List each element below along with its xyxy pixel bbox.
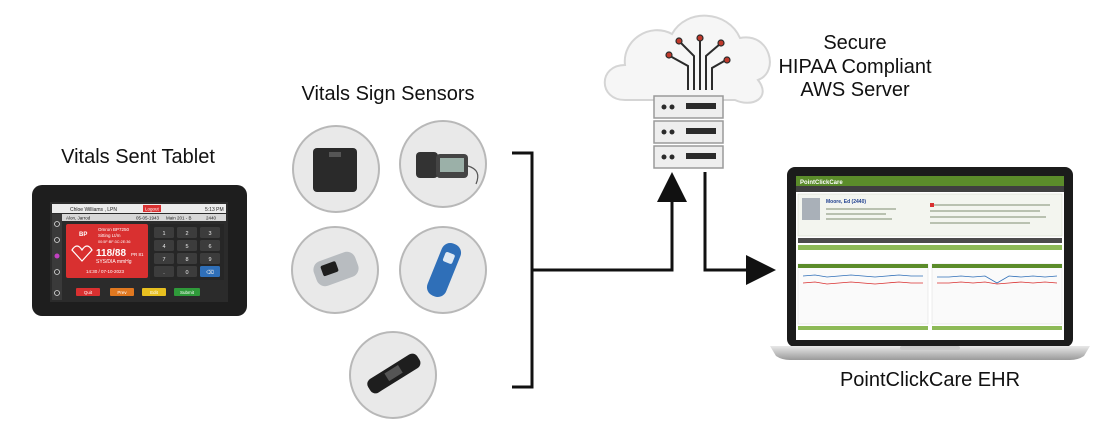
submit-button[interactable] bbox=[174, 288, 200, 296]
keypad-key-label: 2 bbox=[185, 231, 188, 237]
tablet-user: Chloe Williams , LPN bbox=[70, 207, 117, 213]
keypad-key[interactable] bbox=[200, 253, 220, 264]
keypad-key[interactable] bbox=[177, 266, 197, 277]
keypad-key[interactable] bbox=[154, 253, 174, 264]
pulse-reading: PR 81 bbox=[131, 252, 144, 257]
tablet-time: 5:13 PM bbox=[205, 207, 224, 213]
keypad-key-label: 0 bbox=[185, 270, 188, 276]
keypad-key-label: 5 bbox=[185, 244, 188, 250]
ehr-brand: PointClickCare bbox=[800, 180, 843, 186]
server-label-line3: AWS Server bbox=[800, 79, 910, 101]
keypad-key[interactable] bbox=[177, 227, 197, 238]
keypad-key[interactable] bbox=[200, 227, 220, 238]
tablet-dob: 05-05-1943 bbox=[136, 216, 160, 221]
position: Sitting Lt/m bbox=[98, 233, 121, 238]
arrow-to-ehr bbox=[703, 172, 776, 285]
laptop-ehr: PointClickCare Moore, Ed (2440) bbox=[770, 167, 1090, 360]
keypad-key-label: 7 bbox=[162, 257, 165, 263]
tablet-logout[interactable]: Logout bbox=[145, 207, 160, 212]
help-icon[interactable] bbox=[54, 269, 60, 275]
keypad-key-label: 4 bbox=[162, 244, 165, 250]
person-icon[interactable] bbox=[54, 253, 60, 259]
tablet-patient: Alon, Jarrod bbox=[66, 216, 91, 221]
sensor-bp-monitor bbox=[399, 120, 487, 208]
keypad-key-label: 3 bbox=[208, 231, 211, 237]
prev-label: Prev bbox=[117, 290, 127, 295]
tablet-label: Vitals Sent Tablet bbox=[61, 146, 215, 168]
tablet-device: Chloe Williams , LPN Logout 5:13 PM Alon… bbox=[32, 185, 247, 316]
scale-icon bbox=[313, 148, 357, 192]
bp-unit: SYS/DIA mmHg bbox=[96, 259, 132, 265]
ehr-patient: Moore, Ed (2440) bbox=[826, 199, 866, 205]
ehr-label: PointClickCare EHR bbox=[839, 369, 1021, 391]
connector-lines bbox=[512, 151, 776, 389]
bp-reading: 118/88 bbox=[96, 248, 126, 259]
tablet-room: Main 201 - B bbox=[166, 216, 192, 221]
sensors-label: Vitals Sign Sensors bbox=[301, 83, 475, 105]
edit-button[interactable] bbox=[142, 288, 166, 296]
sensor-glucometer bbox=[349, 331, 437, 419]
submit-label: Submit bbox=[180, 290, 195, 295]
keypad-key-label: 8 bbox=[185, 257, 188, 263]
keypad-key-label: 9 bbox=[208, 257, 211, 263]
device-id: 00:5F:BF:3C:2E:36 bbox=[98, 240, 131, 244]
sensor-thermometer bbox=[399, 226, 487, 314]
arrow-to-server bbox=[532, 172, 687, 272]
vitals-icon[interactable] bbox=[54, 237, 60, 243]
home-icon[interactable] bbox=[54, 221, 60, 227]
heart-icon bbox=[71, 245, 93, 262]
vital-reading-card bbox=[66, 224, 148, 278]
server-label-line2: HIPAA Compliant bbox=[778, 56, 932, 78]
keypad-key[interactable] bbox=[200, 240, 220, 251]
keypad-key-label: ⌫ bbox=[206, 269, 215, 276]
quit-label: Quit bbox=[84, 290, 93, 295]
keypad-key[interactable] bbox=[154, 266, 174, 277]
sensor-bracket bbox=[512, 151, 534, 389]
prev-button[interactable] bbox=[110, 288, 134, 296]
reading-timestamp: 14:30 / 07-10-2023 bbox=[86, 269, 125, 274]
keypad-key-label: . bbox=[163, 270, 165, 276]
keypad-key[interactable] bbox=[177, 240, 197, 251]
cloud-server bbox=[603, 14, 771, 169]
cloud-icon bbox=[603, 14, 771, 104]
keypad-key-label: 6 bbox=[208, 244, 211, 250]
quit-button[interactable] bbox=[76, 288, 100, 296]
sensor-scale bbox=[292, 125, 380, 213]
server-label-line1: Secure bbox=[823, 32, 887, 54]
server-icon bbox=[653, 95, 724, 169]
keypad-key[interactable] bbox=[200, 266, 220, 277]
settings-icon[interactable] bbox=[54, 290, 60, 296]
keypad-key[interactable] bbox=[177, 253, 197, 264]
keypad-key[interactable] bbox=[154, 227, 174, 238]
edit-label: Edit bbox=[150, 290, 159, 295]
tablet-id: 2440 bbox=[206, 216, 217, 221]
device-name: Omron BP7250 bbox=[98, 227, 130, 232]
keypad-key-label: 1 bbox=[162, 231, 165, 237]
patient-photo bbox=[802, 198, 820, 220]
vital-type: BP bbox=[79, 232, 87, 238]
keypad-key[interactable] bbox=[154, 240, 174, 251]
bp-cuff-icon bbox=[416, 152, 438, 178]
keypad: 1 2 3 4 5 6 7 8 9. 0 ⌫ bbox=[154, 227, 220, 277]
sensor-pulse-oximeter bbox=[291, 226, 379, 314]
